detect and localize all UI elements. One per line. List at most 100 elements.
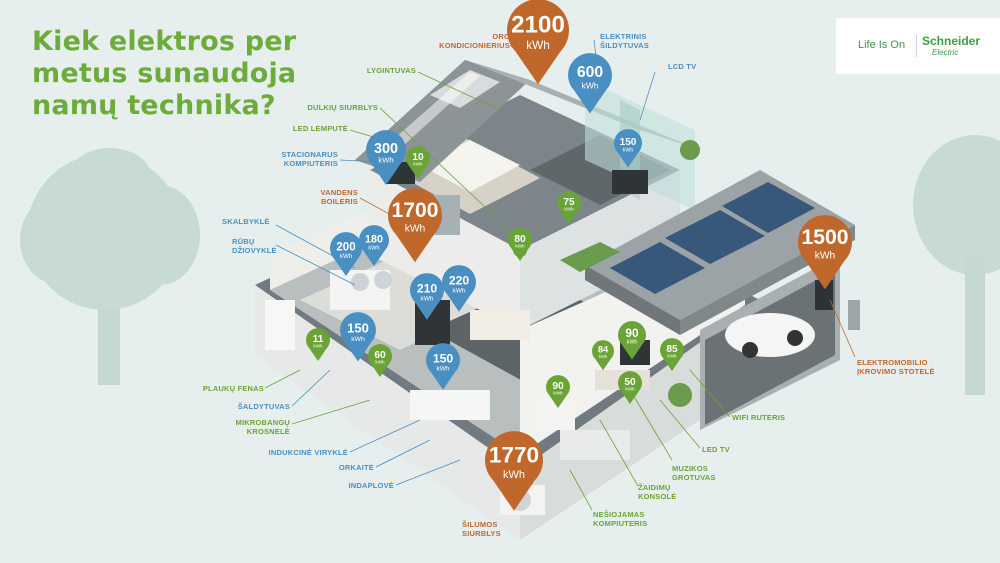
pin-value: 180 — [365, 233, 383, 245]
label-wifi-router: WIFI RUTERIS — [732, 413, 786, 422]
label-desktop-computer: STACIONARUS KOMPIUTERIS — [281, 150, 338, 168]
pin-unit: kWh — [599, 354, 608, 359]
pin-unit: kWh — [667, 353, 677, 358]
pin-value: 84 — [598, 345, 609, 355]
leader-lines — [264, 39, 856, 511]
pin-unit: kWh — [375, 359, 385, 364]
label-washing-machine: SKALBYKLĖ — [222, 217, 270, 226]
pin-unit: kWh — [378, 155, 393, 164]
pin-marker — [330, 232, 362, 276]
pin-marker — [441, 265, 476, 312]
pin-unit: kWh — [437, 366, 450, 373]
pin-unit: kWh — [623, 148, 634, 154]
pin-unit: kWh — [421, 296, 434, 303]
pin-marker — [484, 431, 543, 511]
pin-marker — [618, 321, 646, 360]
pin-marker — [368, 344, 393, 377]
label-microwave: MIKROBANGŲ KROSNELĖ — [235, 418, 290, 436]
pin-unit: kWh — [627, 340, 638, 346]
pin-value: 2100 — [511, 11, 565, 38]
pin-unit: kWh — [313, 343, 323, 348]
pin-orange-5: 1700 kWh — [388, 188, 442, 263]
pin-value: 10 — [412, 152, 424, 163]
pin-marker — [592, 340, 614, 371]
pin-marker — [618, 371, 642, 404]
pin-unit: kWh — [340, 253, 352, 260]
pin-marker — [388, 188, 442, 263]
pin-unit: kWh — [351, 336, 365, 343]
logo-brand: Schneider — [922, 34, 981, 48]
label-game-console: ŽAIDIMŲ KONSOLĖ — [638, 483, 677, 501]
pin-marker — [614, 129, 642, 168]
label-water-boiler: VANDENS BOILERIS — [320, 188, 358, 206]
pin-value: 220 — [449, 274, 470, 288]
pin-marker — [305, 328, 330, 361]
pin-value: 90 — [552, 381, 564, 392]
logo-divider — [916, 35, 917, 57]
pin-value: 150 — [620, 137, 637, 148]
pin-marker — [409, 273, 445, 320]
label-air-conditioner: ORO KONDICIONIERIUS — [439, 32, 510, 50]
pin-marker — [366, 130, 406, 185]
label-induction-hob: INDUKCINĖ VIRYKLĖ — [268, 448, 348, 457]
pin-unit: kWh — [405, 224, 426, 235]
pin-marker — [406, 146, 431, 179]
label-laptop: NEŠIOJAMAS KOMPIUTERIS — [593, 510, 648, 528]
label-clothes-dryer: RŪBŲ DŽIOVYKLĖ — [232, 237, 277, 255]
pin-value: 1700 — [392, 199, 439, 222]
label-fridge: ŠALDYTUVAS — [237, 402, 290, 411]
pin-unit: kWh — [815, 251, 836, 262]
pin-unit: kWh — [368, 245, 379, 251]
label-lcd-tv: LCD TV — [668, 62, 697, 71]
label-ev-charger: ELEKTROMOBILIO ĮKROVIMO STOTELĖ — [857, 358, 935, 376]
pin-value: 1500 — [802, 226, 849, 249]
label-oven: ORKAITĖ — [338, 463, 374, 472]
pin-unit: kWh — [515, 243, 525, 248]
pin-value: 600 — [577, 64, 604, 81]
pin-marker — [568, 53, 612, 114]
page-title: Kiek elektros per metus sunaudoja namų t… — [32, 26, 297, 121]
pin-value: 150 — [347, 321, 369, 336]
pin-marker — [660, 338, 684, 371]
label-electric-heater: ELEKTRINIS ŠILDYTUVAS — [600, 32, 649, 50]
label-led-bulb: LED LEMPUTĖ — [292, 124, 348, 133]
label-music-player: MUZIKOS GROTUVAS — [672, 464, 716, 482]
pin-marker — [426, 343, 460, 390]
pin-marker — [798, 215, 853, 290]
pin-value: 50 — [624, 377, 636, 388]
pin-unit: kWh — [526, 38, 550, 52]
label-hair-dryer: PLAUKŲ FENAS — [202, 384, 264, 393]
pin-value: 200 — [336, 241, 355, 253]
pin-marker — [546, 375, 570, 408]
pin-value: 75 — [563, 197, 575, 208]
tree-left — [20, 148, 200, 385]
logo-tagline: Life Is On — [858, 39, 906, 51]
pin-value: 11 — [313, 334, 324, 345]
pin-value: 85 — [666, 344, 678, 355]
pin-unit: kWh — [582, 81, 599, 91]
label-led-tv: LED TV — [702, 445, 730, 454]
label-vacuum-cleaner: DULKIŲ SIURBLYS — [307, 103, 378, 112]
pin-value: 210 — [417, 282, 438, 296]
logo-brand-sub: Electric — [932, 48, 959, 57]
pin-unit: kWh — [625, 386, 635, 391]
pin-value: 80 — [514, 234, 526, 245]
